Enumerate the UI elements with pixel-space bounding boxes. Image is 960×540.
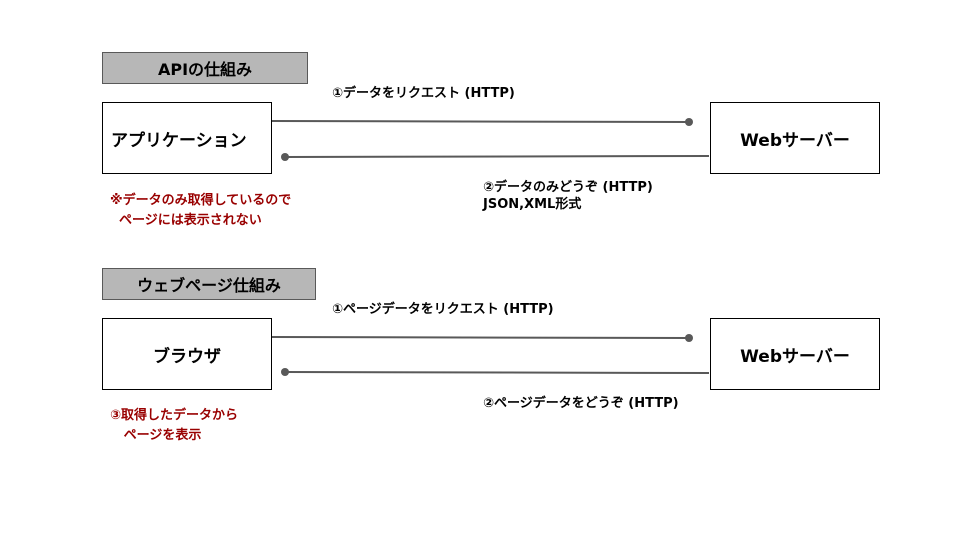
api-response-arrow	[284, 155, 710, 158]
web-response-label: ②ページデータをどうぞ (HTTP)	[483, 396, 679, 411]
web-request-label: ①ページデータをリクエスト (HTTP)	[332, 302, 554, 317]
api-client-box-label: アプリケーション	[111, 130, 247, 151]
web-note: ③取得したデータから ページを表示	[110, 408, 239, 443]
api-client-box: アプリケーション	[102, 102, 272, 174]
api-note: ※データのみ取得しているので ページには表示されない	[110, 193, 292, 228]
web-response-arrow-head	[281, 368, 289, 376]
web-response-arrow	[284, 371, 710, 374]
web-client-box-label: ブラウザ	[153, 346, 221, 367]
api-request-label: ①データをリクエスト (HTTP)	[332, 86, 515, 101]
web-server-box-label: Webサーバー	[740, 346, 850, 367]
api-request-arrow	[271, 120, 690, 123]
web-request-arrow-head	[685, 334, 693, 342]
web-section-header: ウェブページ仕組み	[102, 268, 316, 300]
api-server-box-label: Webサーバー	[740, 130, 850, 151]
api-server-box: Webサーバー	[710, 102, 880, 174]
api-request-arrow-head	[685, 118, 693, 126]
api-response-label-line2: JSON,XML形式	[483, 197, 582, 212]
api-section-header: APIの仕組み	[102, 52, 308, 84]
api-response-arrow-head	[281, 153, 289, 161]
api-response-label-line1: ②データのみどうぞ (HTTP)	[483, 180, 653, 195]
web-request-arrow	[271, 336, 690, 339]
web-client-box: ブラウザ	[102, 318, 272, 390]
api-response-label: ②データのみどうぞ (HTTP) JSON,XML形式	[483, 179, 653, 213]
web-server-box: Webサーバー	[710, 318, 880, 390]
